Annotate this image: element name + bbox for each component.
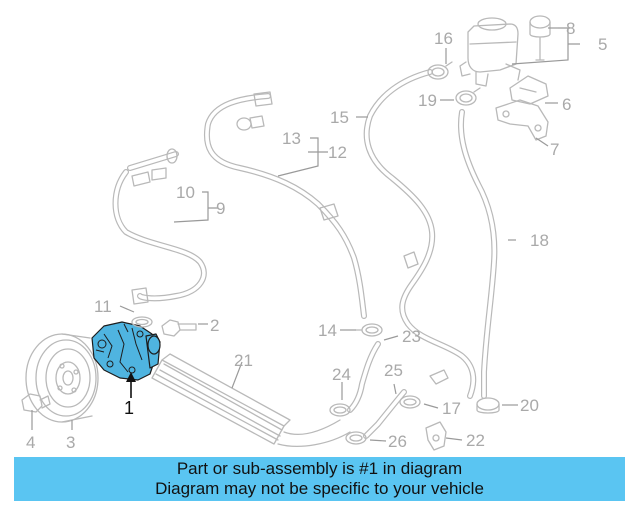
callout-13: 13 (282, 129, 301, 148)
callout-3: 3 (66, 433, 75, 452)
pipe-fitting (429, 369, 449, 385)
callout-6: 6 (562, 95, 571, 114)
callout-25: 25 (384, 361, 403, 380)
callout-12: 12 (328, 143, 347, 162)
callout-10: 10 (176, 183, 195, 202)
hose-clamp-26 (345, 431, 367, 445)
callout-9: 9 (216, 199, 225, 218)
callout-8: 8 (566, 19, 575, 38)
hose-clamp-17 (399, 395, 421, 409)
oil-cooler (151, 353, 351, 447)
banner-line-2: Diagram may not be specific to your vehi… (155, 479, 484, 498)
return-line (203, 91, 367, 319)
callout-19: 19 (418, 91, 437, 110)
reservoir-cap (529, 15, 551, 61)
hose-clamp-14 (355, 323, 383, 337)
callout-arrow-1 (126, 372, 136, 398)
callout-23: 23 (402, 327, 421, 346)
reservoir (459, 17, 521, 87)
callout-22: 22 (466, 431, 485, 450)
callout-26: 26 (388, 432, 407, 451)
callout-7: 7 (550, 140, 559, 159)
parts-diagram: 1 2 3 4 5 6 7 8 9 10 11 12 13 14 15 16 1… (21, 15, 607, 452)
hose-clamp-24 (329, 403, 351, 417)
callout-21: 21 (234, 351, 253, 370)
callout-1: 1 (124, 398, 134, 418)
callout-16: 16 (434, 29, 453, 48)
hose-clamp-16 (427, 61, 453, 80)
bracket-22 (425, 421, 447, 451)
callout-18: 18 (530, 231, 549, 250)
banner-line-1: Part or sub-assembly is #1 in diagram (176, 459, 463, 478)
callout-15: 15 (330, 108, 349, 127)
callout-24: 24 (332, 365, 351, 384)
cooler-hose-23 (347, 341, 381, 413)
reservoir-hose (363, 69, 477, 399)
power-steering-pump (91, 321, 161, 381)
pulley-bolt (21, 393, 51, 413)
leader-lines (31, 27, 580, 442)
reservoir-bracket (509, 75, 549, 105)
callout-20: 20 (520, 396, 539, 415)
mounting-bracket (495, 99, 549, 141)
info-banner: Part or sub-assembly is #1 in diagram Di… (14, 457, 625, 501)
callout-14: 14 (318, 321, 337, 340)
pump-bolt (161, 319, 197, 337)
cooler-hose-25 (363, 389, 407, 439)
callout-11: 11 (94, 297, 112, 316)
suction-hose (458, 109, 498, 399)
pressure-line (112, 148, 207, 305)
hose-clamp-19 (455, 87, 481, 106)
seal-ring (131, 316, 153, 328)
callout-2: 2 (210, 316, 219, 335)
callout-17: 17 (442, 399, 461, 418)
pulley (25, 333, 99, 423)
cap-20 (476, 397, 500, 414)
callout-4: 4 (26, 433, 35, 452)
callout-5: 5 (598, 35, 607, 54)
